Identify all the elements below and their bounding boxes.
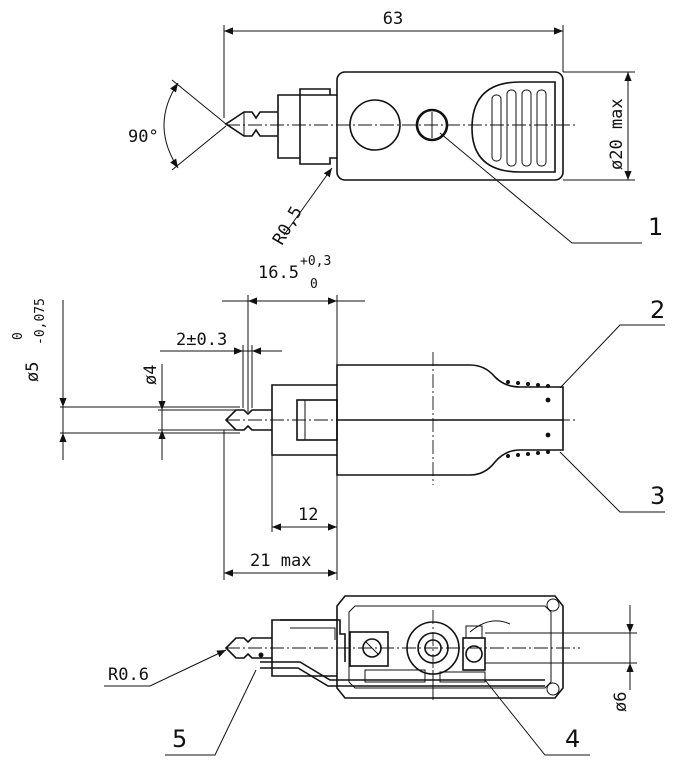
side-body (336, 364, 564, 476)
part-label-3: 3 (650, 482, 665, 510)
leader-4 (484, 679, 590, 756)
part-label-2: 2 (650, 296, 665, 324)
side-view: 16.5 +0,3 0 ø5 0 -0,075 2±0.3 ø4 (11, 254, 665, 580)
section-view: ø6 R0.6 5 4 (104, 595, 637, 756)
top-view: 63 90° ø20 max R0,5 (128, 9, 663, 249)
dim-d5-tol-lower: -0,075 (33, 298, 48, 345)
part-label-1: 1 (648, 213, 663, 241)
dim-63-label: 63 (383, 9, 403, 29)
section-housing (336, 595, 564, 699)
dim-d4-label: ø4 (141, 365, 161, 385)
leader-2 (559, 324, 665, 389)
dim-21-label: 21 max (250, 551, 311, 571)
terminal-left (349, 631, 389, 667)
dim-d5-label: ø5 (23, 362, 43, 382)
contact-strip (260, 661, 545, 687)
dim-12-label: 12 (298, 505, 318, 525)
dim-165-tol-upper: +0,3 (300, 254, 331, 269)
plug-body (336, 71, 564, 181)
plug-neck (277, 88, 337, 165)
side-ribs (506, 380, 551, 458)
leader-1 (439, 132, 642, 244)
leader-r06 (104, 649, 227, 687)
spring-clip (280, 619, 346, 662)
part-label-4: 4 (565, 725, 580, 753)
dim-165-label: 16.5 (258, 263, 299, 283)
dim-r06-label: R0.6 (108, 665, 149, 685)
part-label-5: 5 (172, 725, 187, 753)
dim-d5-tol-upper: 0 (11, 332, 26, 340)
leader-3 (559, 451, 665, 513)
dim-r05-label: R0,5 (269, 203, 307, 248)
leader-r05 (283, 167, 333, 236)
grip-ribs (491, 89, 547, 167)
dim-d6-label: ø6 (611, 692, 631, 712)
grip-cap (471, 81, 556, 173)
dim-groove-label: 2±0.3 (176, 330, 227, 350)
plug-pin (224, 111, 278, 137)
angle-arc (163, 82, 179, 169)
leader-5 (165, 669, 257, 756)
dim-d20-label: ø20 max (607, 98, 627, 170)
angle-label: 90° (128, 127, 159, 147)
dim-165-tol-lower: 0 (310, 277, 318, 292)
